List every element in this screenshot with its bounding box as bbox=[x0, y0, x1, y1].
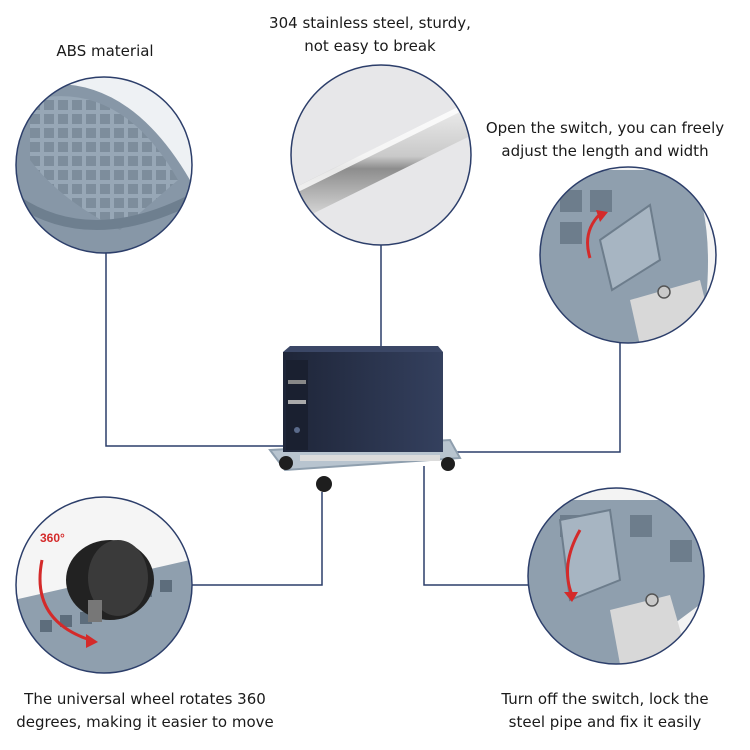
wheel-360-badge: 360° bbox=[40, 531, 65, 545]
caption-stainless-steel: 304 stainless steel, sturdy, not easy to… bbox=[230, 12, 510, 58]
lock-switch-detail bbox=[527, 487, 705, 665]
caption-open-switch: Open the switch, you can freely adjust t… bbox=[470, 117, 740, 163]
caption-line: ABS material bbox=[56, 42, 154, 60]
caption-line: 304 stainless steel, sturdy, bbox=[269, 14, 471, 32]
leader-line-open bbox=[445, 343, 621, 453]
caption-line: The universal wheel rotates 360 bbox=[24, 690, 266, 708]
open-circle-border bbox=[539, 166, 717, 344]
caption-line: steel pipe and fix it easily bbox=[508, 713, 702, 731]
caption-line: adjust the length and width bbox=[501, 142, 709, 160]
caption-line: not easy to break bbox=[304, 37, 436, 55]
caption-universal-wheel: The universal wheel rotates 360 degrees,… bbox=[0, 688, 290, 734]
lock-circle-border bbox=[527, 487, 705, 665]
caption-abs-material: ABS material bbox=[30, 40, 180, 63]
steel-circle-border bbox=[290, 64, 472, 246]
open-switch-detail bbox=[539, 166, 717, 344]
caption-line: Turn off the switch, lock the bbox=[501, 690, 709, 708]
lock-arrow-icon bbox=[566, 529, 582, 596]
leader-line-lock bbox=[423, 466, 528, 586]
leader-lines bbox=[105, 245, 621, 586]
caption-line: Open the switch, you can freely bbox=[485, 119, 725, 137]
abs-circle-border bbox=[15, 76, 193, 254]
caption-lock-switch: Turn off the switch, lock the steel pipe… bbox=[470, 688, 740, 734]
steel-pipe-detail bbox=[290, 64, 472, 246]
open-arrow-icon bbox=[586, 212, 602, 259]
pc-cart-product bbox=[268, 346, 462, 492]
leader-line-wheel bbox=[192, 492, 323, 586]
wheel-detail: 360° bbox=[15, 496, 193, 674]
leader-line-abs bbox=[105, 253, 285, 447]
caption-line: degrees, making it easier to move bbox=[16, 713, 274, 731]
wheel-icon bbox=[279, 456, 293, 470]
rotate-arrow-icon bbox=[38, 559, 91, 642]
wheel-circle-border bbox=[15, 496, 193, 674]
abs-material-detail bbox=[15, 76, 193, 254]
